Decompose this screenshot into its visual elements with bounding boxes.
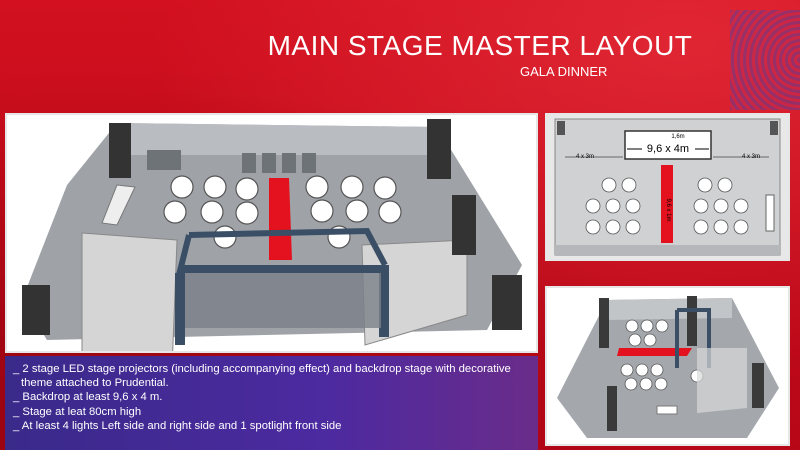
runway: [269, 178, 292, 260]
speaker-tower: [109, 123, 131, 178]
decorative-pattern: [730, 10, 800, 110]
speaker-tower: [427, 119, 451, 179]
note-line: _ 2 stage LED stage projectors (includin…: [13, 363, 511, 375]
page-subtitle: GALA DINNER: [520, 64, 608, 79]
note-line: _ Stage at leat 80cm high: [13, 405, 142, 418]
secondary-3d-render: [545, 286, 790, 446]
speaker-tower: [492, 275, 522, 330]
requirements-notes: _ 2 stage LED stage projectors (includin…: [5, 356, 538, 450]
plan-tables: [585, 177, 749, 235]
speaker-tower: [452, 195, 476, 255]
note-line: _ At least 4 lights Left side and right …: [13, 419, 342, 432]
stage-gap-label: 1,6m: [671, 134, 684, 140]
truss-frame: [176, 227, 388, 276]
left-backdrop: [81, 232, 178, 351]
main-3d-render: [5, 113, 538, 353]
runway-label: 9,6 x 1m: [665, 198, 671, 221]
plan-runway: [661, 165, 673, 243]
speaker-tower: [22, 285, 50, 335]
floor-plan: 9,6 x 4m 1,6m 4 x 3m 4 x 3m 9,6 x 1m: [545, 113, 790, 261]
small-runway: [617, 348, 692, 356]
note-line: _ Backdrop at least 9,6 x 4 m.: [13, 391, 163, 404]
note-line: theme attached to Prudential.: [21, 377, 169, 390]
stage-size-label: 9,6 x 4m: [647, 143, 689, 155]
page-title: MAIN STAGE MASTER LAYOUT: [267, 30, 693, 61]
plan-stage: [624, 130, 712, 160]
stage: [185, 273, 381, 328]
